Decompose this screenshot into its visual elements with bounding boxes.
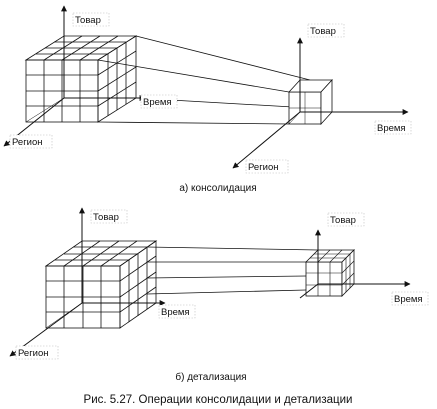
panel-a-big-label-region: Регион (12, 137, 43, 148)
panel-a-big-label-product: Товар (75, 15, 101, 26)
panel-b: Товар Время Регион Товар Время б) детали… (9, 207, 429, 383)
panel-b-big-label-product: Товар (93, 212, 119, 223)
panel-b-projection-lines (146, 246, 319, 295)
figure-caption: Рис. 5.27. Операции консолидации и детал… (84, 394, 353, 406)
panel-b-small-label-time: Время (394, 294, 423, 305)
panel-a: Товар Время Регион Товар Время Регион а)… (3, 5, 412, 194)
panel-b-big-cube (44, 240, 158, 329)
panel-a-projection-lines (97, 35, 311, 125)
panel-a-small-label-time: Время (377, 123, 406, 134)
panel-b-big-label-time: Время (161, 307, 190, 318)
panel-a-caption: а) консолидация (179, 183, 256, 194)
panel-a-small-label-region: Регион (248, 162, 279, 173)
panel-a-small-cube (288, 78, 333, 126)
panel-b-small-label-product: Товар (330, 215, 356, 226)
panel-a-small-label-product: Товар (310, 26, 336, 37)
panel-b-big-label-region: Регион (18, 348, 49, 359)
panel-a-big-cube (24, 35, 138, 123)
panel-b-caption: б) детализация (175, 371, 246, 383)
panel-a-big-label-time: Время (143, 97, 172, 108)
